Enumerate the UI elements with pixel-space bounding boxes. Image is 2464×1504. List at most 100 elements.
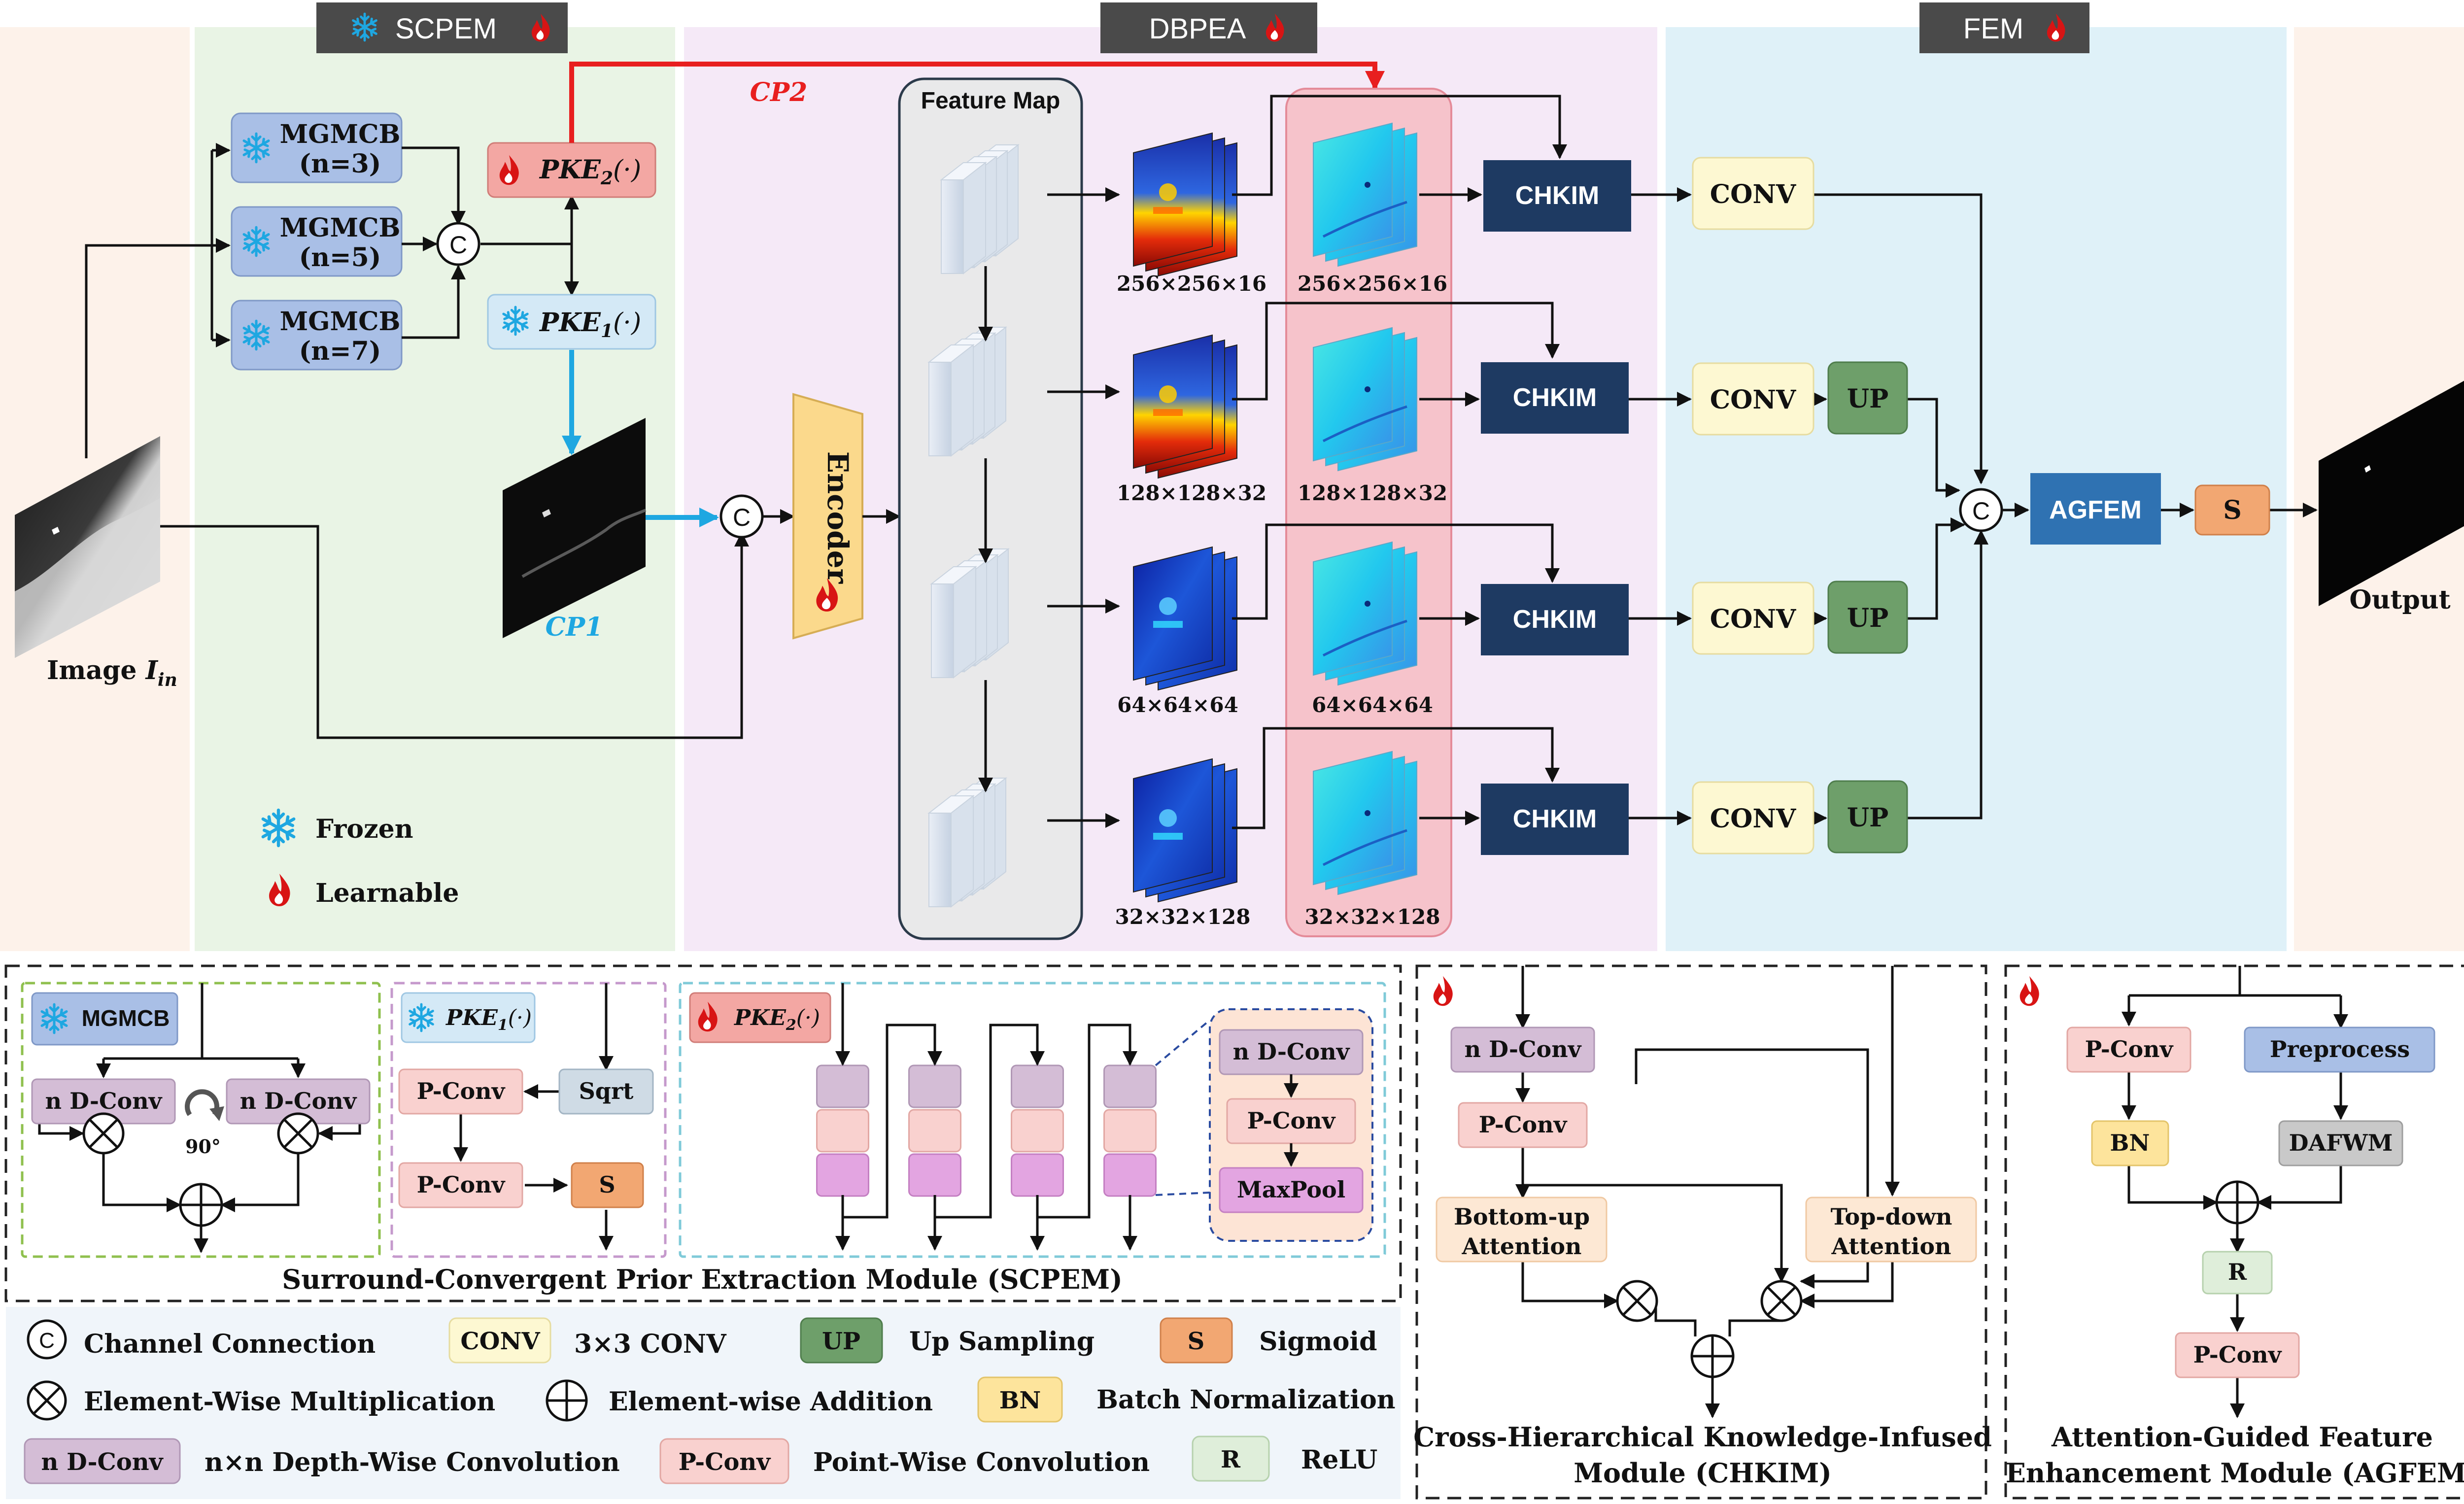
prior-feature-sizes: 256×256×16 128×128×32 64×64×64 32×32×128 (1298, 272, 1447, 929)
mgmcb-ndconv-left: n D-Conv (31, 1078, 176, 1125)
svg-text:UP: UP (1847, 603, 1888, 633)
svg-text:P-Conv: P-Conv (1479, 1111, 1568, 1138)
prior-heatmaps (1313, 122, 1417, 895)
svg-text:Preprocess: Preprocess (2270, 1036, 2410, 1062)
pke1-sigmoid: S (571, 1162, 644, 1208)
svg-text:Feature Map: Feature Map (921, 88, 1061, 114)
svg-text:32×32×128: 32×32×128 (1305, 905, 1440, 929)
mgmcb-connectors (402, 146, 579, 339)
svg-text:C: C (39, 1329, 55, 1353)
mgmcb-mini-block: MGMCB (31, 992, 178, 1046)
chkim-ndconv: n D-Conv (1450, 1026, 1595, 1073)
prior-heatmap-3 (1313, 541, 1417, 686)
svg-text:64×64×64: 64×64×64 (1312, 693, 1433, 717)
svg-text:CONV: CONV (460, 1328, 540, 1355)
svg-text:MGMCB: MGMCB (280, 119, 401, 149)
chkim-detail-panel (1415, 964, 1987, 1500)
pke2-detail-connectors (835, 983, 1137, 1251)
svg-text:CHKIM: CHKIM (1513, 805, 1597, 833)
svg-text:Point-Wise Convolution: Point-Wise Convolution (813, 1447, 1150, 1477)
chkim-add (1690, 1334, 1735, 1378)
legend-conv: CONV 3×3 CONV (448, 1317, 727, 1364)
up-box-3: UP (1827, 581, 1908, 654)
prior-image-cp1 (503, 418, 647, 638)
mgmcb-n5: MGMCB (n=5) (231, 206, 403, 277)
sigmoid-box: S (2194, 484, 2270, 536)
pke1-sqrt: Sqrt (558, 1068, 654, 1115)
svg-text:Sigmoid: Sigmoid (1259, 1327, 1377, 1357)
svg-text:256×256×16: 256×256×16 (1298, 272, 1447, 296)
svg-text:MGMCB: MGMCB (82, 1005, 170, 1031)
agfem-add (2215, 1180, 2259, 1225)
fem-title: FEM (1963, 13, 2023, 45)
svg-text:P-Conv: P-Conv (2085, 1036, 2174, 1062)
pke2-stack-3 (1011, 1064, 1064, 1197)
pke1-pconv-1: P-Conv (398, 1068, 523, 1115)
legend-sigmoid: S Sigmoid (1160, 1317, 1377, 1364)
svg-text:Attention: Attention (1462, 1233, 1582, 1260)
up-box-2: UP (1827, 361, 1908, 435)
svg-text:C: C (1972, 497, 1990, 525)
cp1-label: CP1 (546, 612, 603, 642)
svg-text:S: S (2223, 495, 2242, 525)
svg-text:AGFEM: AGFEM (2049, 496, 2142, 524)
chkim-box-2: CHKIM (1481, 362, 1629, 434)
feature-cube-3 (930, 547, 1010, 679)
scpem-title: SCPEM (395, 13, 497, 45)
svg-text:UP: UP (1847, 384, 1888, 414)
pke1-block: PKE1(·) (487, 294, 656, 350)
zoom-maxpool: MaxPool (1219, 1167, 1364, 1213)
chkim-mult-right (1760, 1280, 1803, 1322)
mgmcb-n7: MGMCB (n=7) (231, 300, 403, 371)
svg-text:Attention: Attention (1831, 1233, 1951, 1260)
svg-text:S: S (1188, 1328, 1205, 1355)
rotate-label: 90° (185, 1135, 221, 1158)
svg-text:P-Conv: P-Conv (679, 1448, 772, 1476)
svg-text:BN: BN (2110, 1129, 2150, 1156)
conv-box-2: CONV (1692, 362, 1814, 436)
agfem-pconv-2: P-Conv (2175, 1332, 2300, 1378)
svg-text:MGMCB: MGMCB (280, 307, 401, 337)
pke2-layer-stacks (816, 1064, 1157, 1197)
mult-node-a (82, 1112, 125, 1155)
svg-text:Up Sampling: Up Sampling (909, 1327, 1095, 1357)
svg-text:P-Conv: P-Conv (2193, 1341, 2282, 1368)
chkim-mult-left (1616, 1280, 1658, 1322)
frozen-label: Frozen (315, 814, 413, 844)
chkim-pconv: P-Conv (1458, 1102, 1588, 1148)
conv-box-1: CONV (1692, 157, 1814, 230)
pke2-stack-1 (816, 1064, 869, 1197)
svg-text:C: C (733, 504, 751, 531)
mgmcb-detail-connectors (38, 983, 361, 1253)
svg-text:n×n Depth-Wise Convolution: n×n Depth-Wise Convolution (205, 1447, 620, 1477)
legend-bn: BN Batch Normalization (977, 1376, 1396, 1423)
pke2-stack-4 (1103, 1064, 1157, 1197)
svg-text:PKE2(·): PKE2(·) (539, 155, 641, 189)
chkim-box-4: CHKIM (1481, 784, 1629, 855)
svg-text:3×3 CONV: 3×3 CONV (574, 1329, 727, 1359)
svg-text:CONV: CONV (1710, 804, 1797, 834)
encoder-heatmap-3 (1133, 546, 1237, 691)
legend-up: UP Up Sampling (800, 1317, 1095, 1364)
mult-node-b (277, 1112, 319, 1155)
scpem-caption: Surround-Convergent Prior Extraction Mod… (282, 1264, 1123, 1295)
svg-text:n D-Conv: n D-Conv (45, 1088, 163, 1114)
svg-text:n D-Conv: n D-Conv (1233, 1038, 1350, 1065)
encoder-heatmap-4 (1133, 758, 1237, 903)
concat-node-2: C (719, 494, 764, 539)
output-label: Output (2349, 585, 2450, 615)
legend-channel: C Channel Connection (27, 1319, 376, 1360)
dbpea-title: DBPEA (1149, 13, 1246, 45)
concat-node-1: C (436, 222, 480, 266)
agfem-detail-connectors (2122, 966, 2348, 1418)
legend-add: Element-wise Addition (546, 1379, 933, 1422)
svg-text:P-Conv: P-Conv (417, 1078, 506, 1104)
prior-heatmap-1 (1313, 122, 1417, 267)
svg-text:DAFWM: DAFWM (2289, 1129, 2393, 1156)
svg-text:C: C (449, 231, 467, 259)
pke1-detail-connectors (453, 983, 614, 1251)
legend-pconv: P-Conv Point-Wise Convolution (659, 1438, 1150, 1484)
pke2-mini-block: PKE2(·) (689, 992, 831, 1043)
feature-cube-1 (940, 143, 1020, 275)
